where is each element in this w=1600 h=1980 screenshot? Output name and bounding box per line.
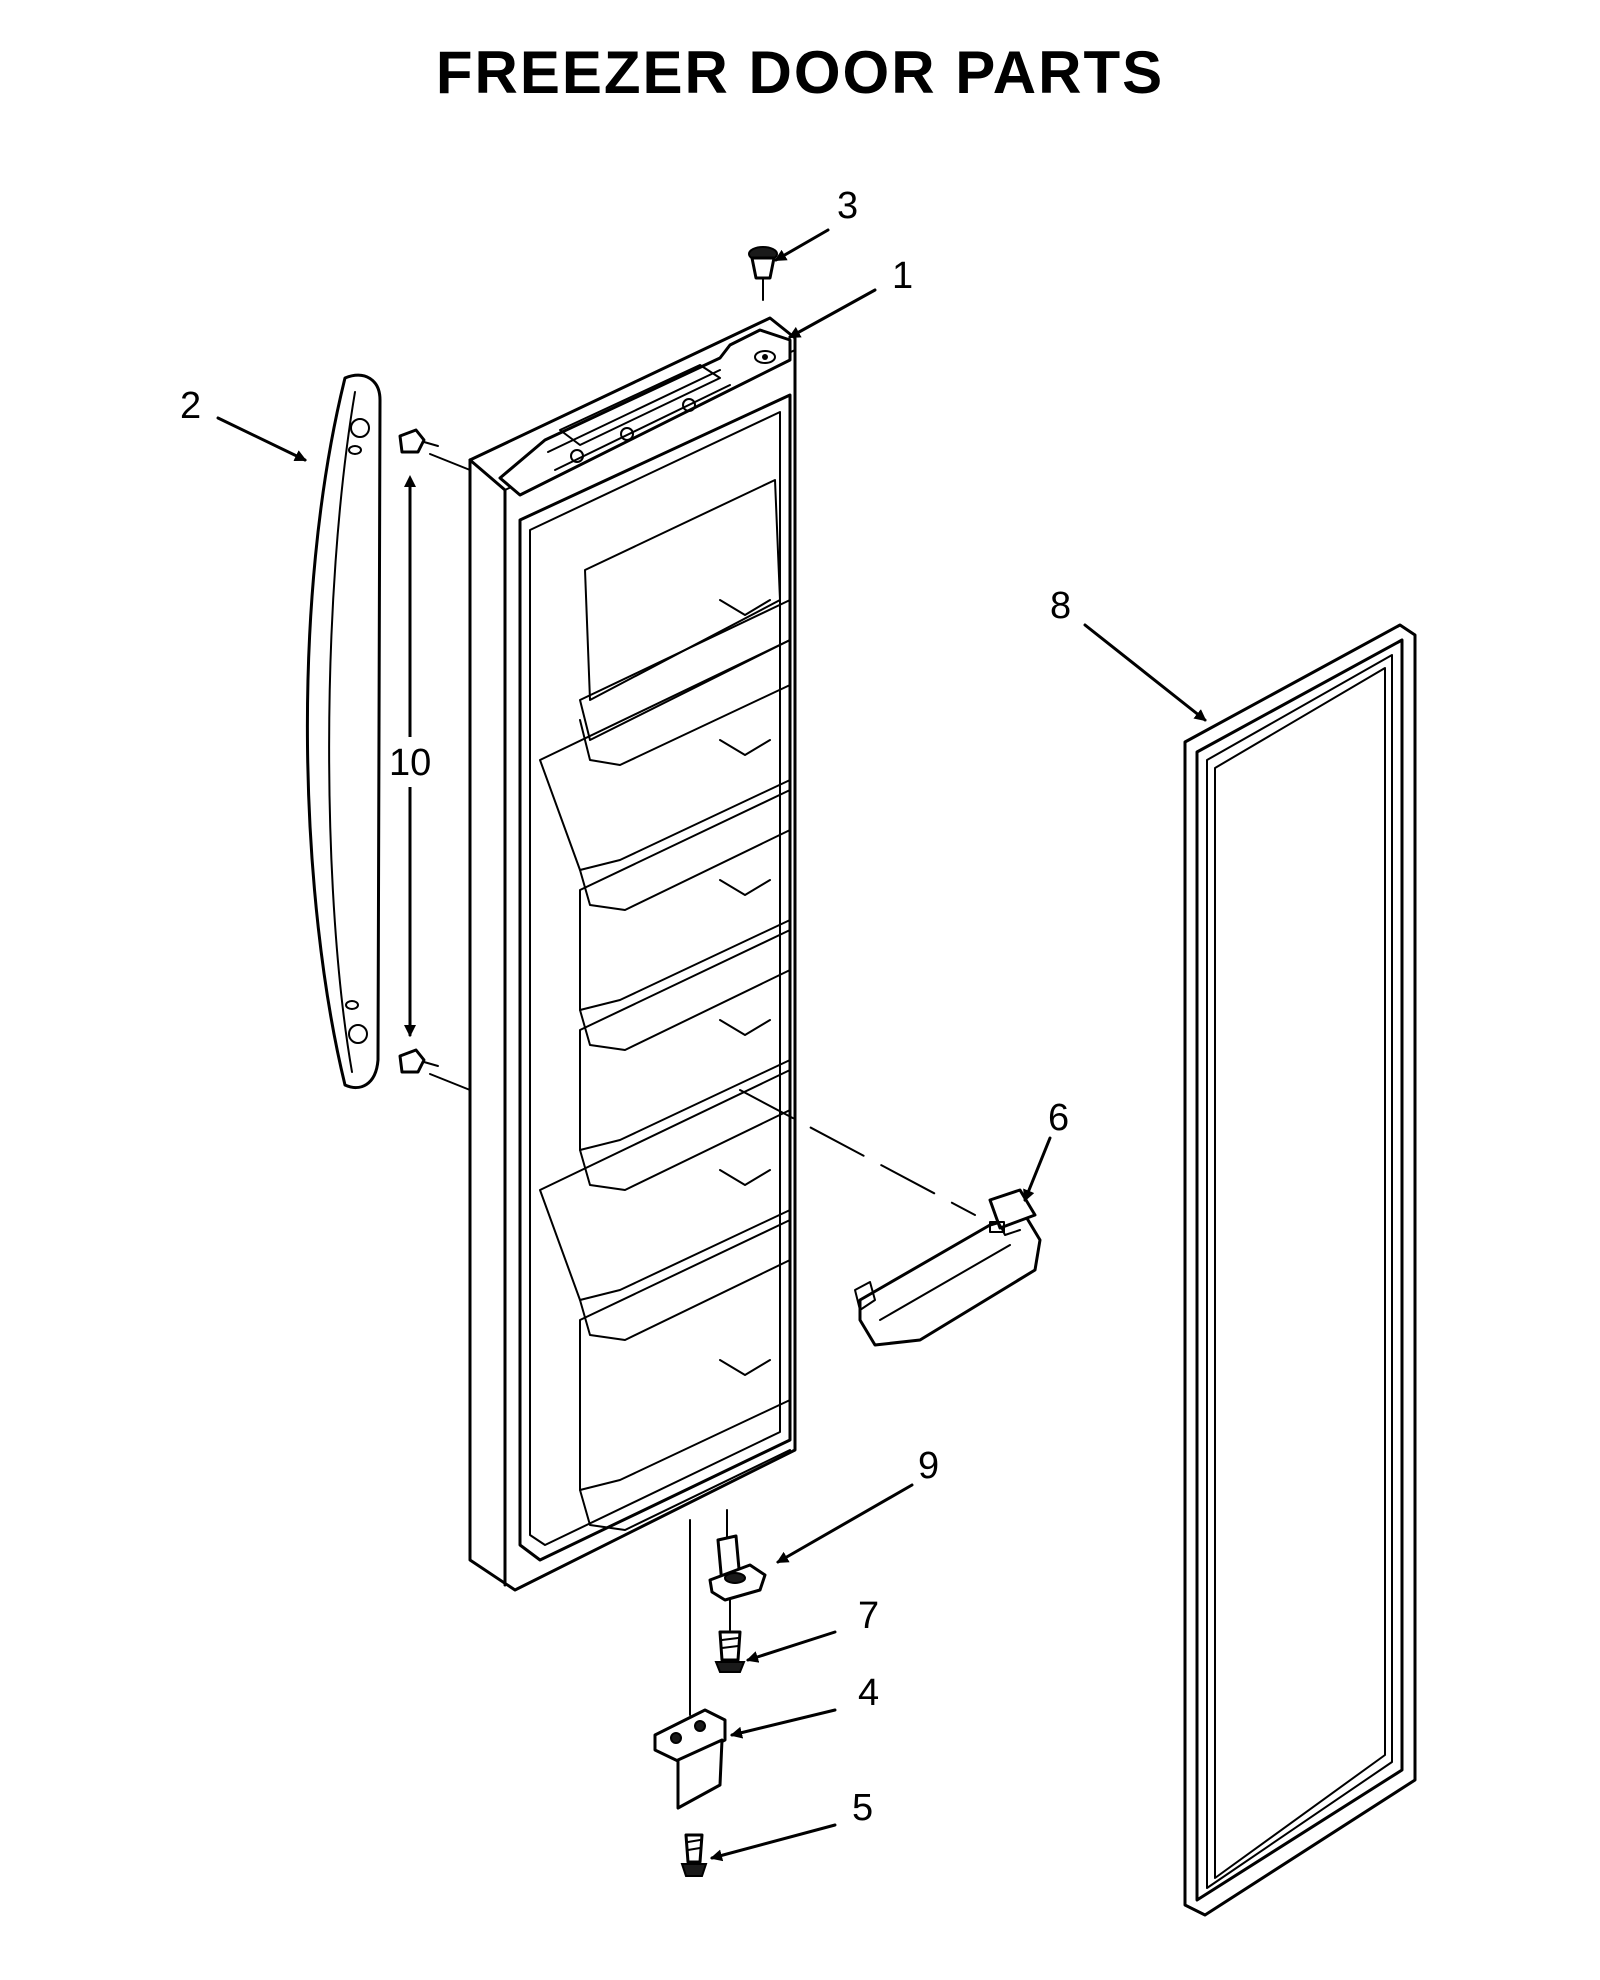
callout-1: 1 [892,255,913,297]
lower-hinge-bracket[interactable] [653,1519,727,1810]
callout-7: 7 [858,1595,879,1637]
callout-8: 8 [1050,585,1071,627]
hinge-pin[interactable] [708,1509,767,1602]
hinge-pin-screw[interactable] [714,1599,746,1673]
upper-stud [398,428,439,454]
lower-stud [398,1048,439,1074]
door-gasket[interactable] [1183,623,1417,1917]
callout-5: 5 [852,1787,873,1829]
door-shelf-rows [539,599,791,1531]
callout-4: 4 [858,1672,879,1714]
callout-9: 9 [918,1445,939,1487]
callout-leaders [216,228,1207,1862]
handle-mounting-studs[interactable] [385,428,471,1091]
hinge-screw[interactable] [680,1833,708,1877]
door-cap-plug[interactable] [748,246,778,301]
door-assembly[interactable] [468,316,797,1592]
callout-10: 10 [389,742,431,784]
callout-2: 2 [180,385,201,427]
callout-6: 6 [1048,1097,1069,1139]
callout-3: 3 [837,185,858,227]
diagram-title: FREEZER DOOR PARTS [435,39,1165,106]
handle[interactable] [305,373,382,1090]
